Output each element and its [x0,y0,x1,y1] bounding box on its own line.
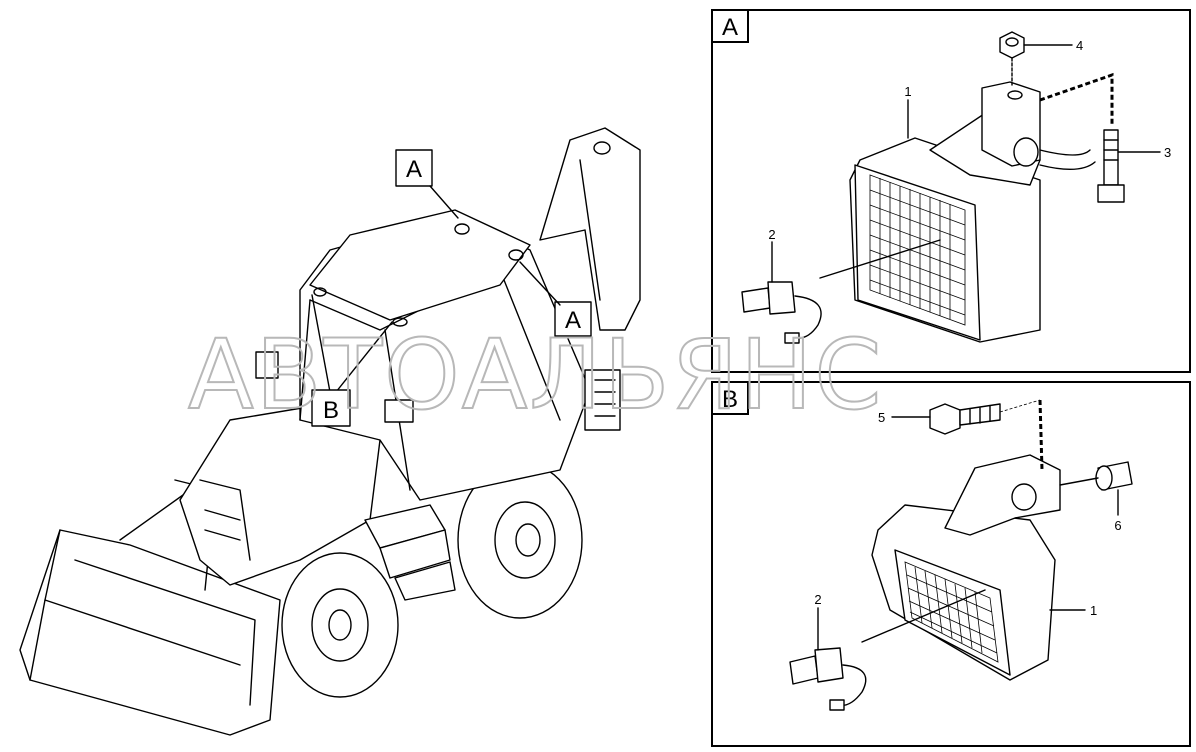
callout-number: 5 [878,410,885,425]
callout-number: 1 [1090,603,1097,618]
callout-number: 2 [814,592,821,607]
svg-text:B: B [323,397,339,424]
work-lamp-a [849,81,1096,343]
callout-number: 1 [904,84,911,99]
callout-number: 4 [1076,38,1083,53]
work-lamp-b [871,399,1061,681]
detail-panel-a: A [711,9,1191,373]
svg-text:A: A [406,156,422,183]
bulb-b [789,589,986,711]
overview-callout-b: B [311,294,393,427]
overview-callout-a-side: A [519,261,592,337]
watermark-text: АВТОАЛЬЯНС [188,319,883,431]
svg-text:A: A [565,307,581,334]
callout-number: 2 [768,227,775,242]
svg-text:B: B [722,386,738,413]
backhoe-loader-illustration [19,127,641,736]
overview-callout-a-top: A [395,149,459,219]
svg-text:A: A [722,14,738,41]
lamp-grille-a [869,174,966,326]
lamp-grille-b [904,561,999,663]
spacer-sleeve-b [1059,461,1133,491]
callout-number: 6 [1114,518,1121,533]
flange-bolt-b [929,399,1041,435]
detail-panel-b: B [711,381,1191,747]
callout-number: 3 [1164,145,1171,160]
flange-nut-a [999,31,1025,86]
bulb-a [741,239,941,344]
bolt-a [1039,72,1125,203]
